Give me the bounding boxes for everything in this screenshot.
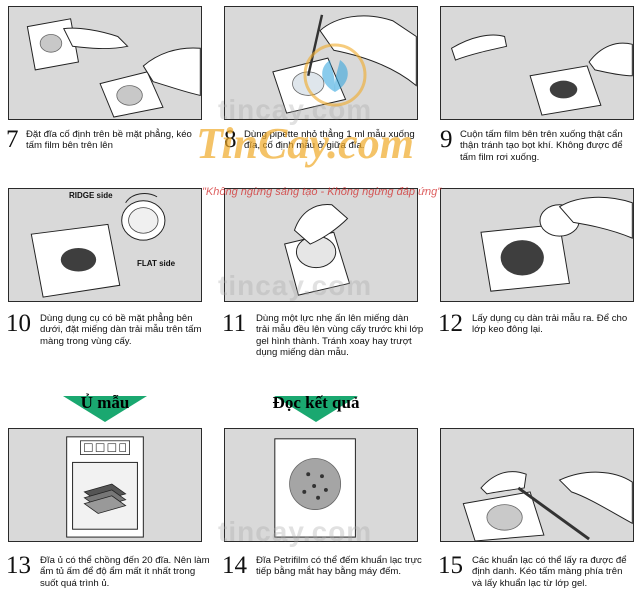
incubate-banner: Ủ mẫu <box>60 393 150 424</box>
step-number: 8 <box>224 126 237 153</box>
step-text: Các khuẩn lạc có thể lấy ra được để định… <box>472 555 627 589</box>
step-8: 8 Dùng pipette nhỏ thẳng 1 ml mẫu xuống … <box>224 126 424 153</box>
step-9-illustration <box>440 6 634 120</box>
step-text: Đĩa Petrifilm có thể đếm khuẩn lạc trực … <box>256 555 422 578</box>
step-number: 9 <box>440 126 453 153</box>
step-number: 7 <box>6 126 19 153</box>
step-8-illustration <box>224 6 418 120</box>
step-9: 9 Cuộn tấm film bên trên xuống thật cẩn … <box>440 126 636 163</box>
step-text: Cuộn tấm film bên trên xuống thật cẩn th… <box>460 129 623 163</box>
banner-label: Đọc kết quả <box>272 393 360 412</box>
step-14: 14 Đĩa Petrifilm có thể đếm khuẩn lạc tr… <box>222 552 424 579</box>
step-11-illustration <box>224 188 418 302</box>
step-12: 12 Lấy dụng cụ dàn trải mẫu ra. Để cho l… <box>438 310 634 337</box>
step-number: 12 <box>438 310 463 337</box>
ridge-label: RIDGE side <box>69 191 113 200</box>
step-number: 15 <box>438 552 463 579</box>
step-10-illustration: RIDGE side FLAT side <box>8 188 202 302</box>
step-number: 11 <box>222 310 247 337</box>
step-text: Đặt đĩa cố định trên bề mặt phẳng, kéo t… <box>26 129 192 152</box>
step-number: 10 <box>6 310 31 337</box>
step-10: 10 Dùng dụng cụ có bề mặt phẳng bên dưới… <box>6 310 216 347</box>
step-text: Dùng một lực nhẹ ấn lên miếng dàn trải m… <box>256 313 424 359</box>
step-text: Đĩa ủ có thể chồng đến 20 đĩa. Nên làm ẩ… <box>40 555 210 589</box>
step-12-illustration <box>440 188 634 302</box>
step-7: 7 Đặt đĩa cố định trên bề mặt phẳng, kéo… <box>6 126 210 153</box>
step-text: Dùng dụng cụ có bề mặt phẳng bên dưới, đ… <box>40 313 202 347</box>
step-number: 14 <box>222 552 247 579</box>
step-text: Dùng pipette nhỏ thẳng 1 ml mẫu xuống đĩ… <box>244 129 415 152</box>
banner-arrow <box>274 396 358 422</box>
step-14-illustration <box>224 428 418 542</box>
step-15-illustration <box>440 428 634 542</box>
step-13: 13 Đĩa ủ có thể chồng đến 20 đĩa. Nên là… <box>6 552 214 589</box>
step-15: 15 Các khuẩn lạc có thể lấy ra được để đ… <box>438 552 634 589</box>
step-number: 13 <box>6 552 31 579</box>
step-7-illustration <box>8 6 202 120</box>
banner-label: Ủ mẫu <box>80 393 130 412</box>
banner-arrow <box>63 396 147 422</box>
flat-label: FLAT side <box>137 259 176 268</box>
step-11: 11 Dùng một lực nhẹ ấn lên miếng dàn trả… <box>222 310 424 359</box>
read-banner: Đọc kết quả <box>248 393 384 424</box>
step-13-illustration <box>8 428 202 542</box>
step-text: Lấy dụng cụ dàn trải mẫu ra. Để cho lớp … <box>472 313 628 336</box>
